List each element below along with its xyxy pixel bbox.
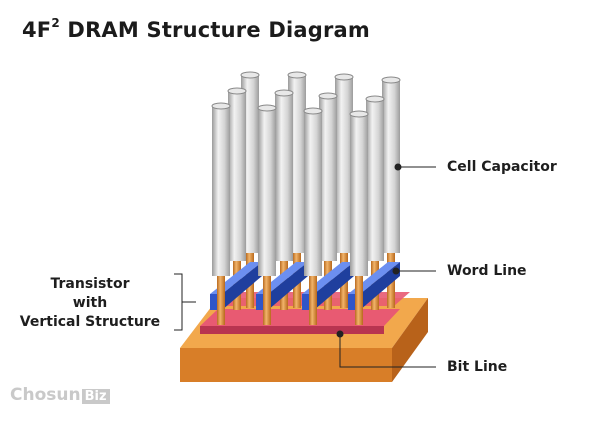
cell-capacitor-label: Cell Capacitor xyxy=(447,159,557,175)
bit-line-label: Bit Line xyxy=(447,359,508,375)
word-line-label: Word Line xyxy=(447,263,527,279)
transistor-label-line2: with xyxy=(72,295,108,311)
transistor-label-line1: Transistor xyxy=(50,276,130,292)
transistor-label: Transistor with Vertical Structure xyxy=(14,275,166,332)
diagram-title: 4F2 DRAM Structure Diagram xyxy=(22,16,370,42)
leader-lines xyxy=(174,163,436,368)
transistor-label-line3: Vertical Structure xyxy=(19,314,161,330)
front-row-pillars xyxy=(211,102,369,325)
